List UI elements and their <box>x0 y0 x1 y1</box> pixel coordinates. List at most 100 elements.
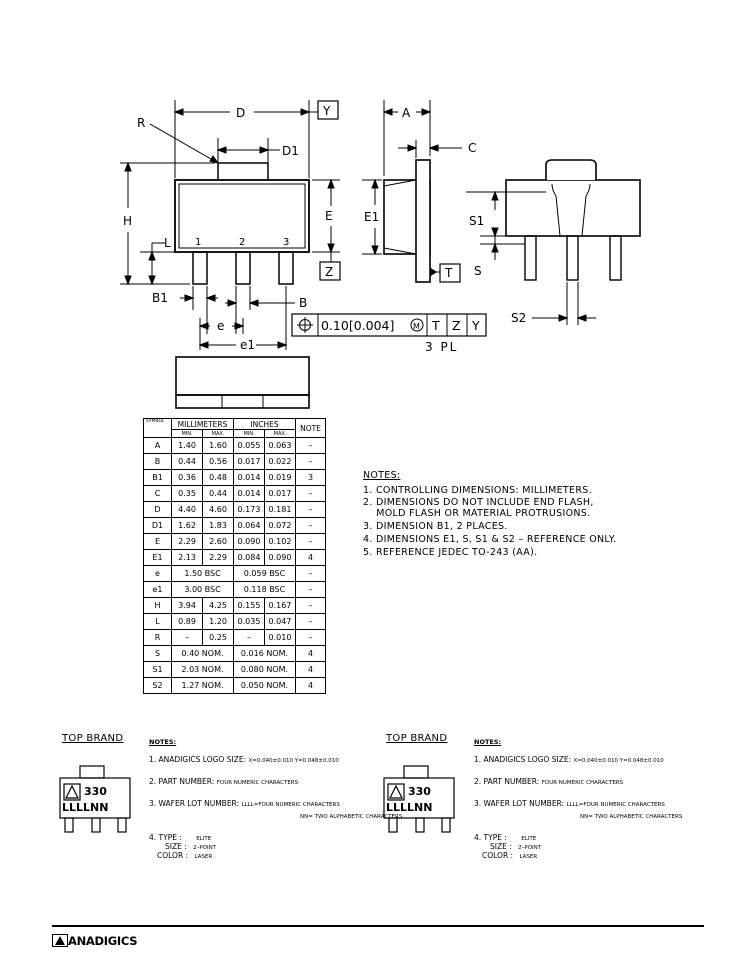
type-label: 4. TYPE : <box>149 833 182 842</box>
label-S1: S1 <box>469 214 484 228</box>
table-cell: 0.080 NOM. <box>233 661 296 678</box>
table-cell: 2.29 <box>202 549 234 566</box>
table-cell: 0.118 BSC <box>233 581 296 598</box>
label-e1: e1 <box>240 338 255 352</box>
table-cell-symbol: A <box>143 437 172 454</box>
label-S2: S2 <box>511 311 526 325</box>
logo-size-value: X=0.040±0.010 Y=0.048±0.010 <box>248 758 339 764</box>
table-cell-symbol: S1 <box>143 661 172 678</box>
table-cell: – <box>295 565 326 582</box>
logo-size-label: 1. ANADIGICS LOGO SIZE: <box>474 755 572 764</box>
table-cell: 0.014 <box>233 469 265 486</box>
footer-logo: ANADIGICS <box>68 934 138 948</box>
table-corner-symbol: SYMBOL <box>143 418 172 438</box>
label-pin1: 1 <box>195 237 201 248</box>
end-view-body <box>505 179 641 237</box>
table-cell: – <box>295 517 326 534</box>
brand-mark-line2: LLLLNN <box>386 801 432 814</box>
brand-mark-line1: 330 <box>84 785 107 798</box>
label-e: e <box>217 319 224 333</box>
label-D: D <box>236 106 245 120</box>
footer-rule <box>52 925 704 927</box>
table-cell: 0.35 <box>171 485 203 502</box>
note-item: 4. DIMENSIONS E1, S, S1 & S2 – REFERENCE… <box>363 534 617 545</box>
table-header-min: MIN. <box>233 429 265 438</box>
table-cell: 0.017 <box>233 453 265 470</box>
table-cell-symbol: L <box>143 613 172 630</box>
notes-heading: NOTES: <box>363 470 401 481</box>
table-header-min: MIN. <box>171 429 203 438</box>
table-cell-symbol: S <box>143 645 172 662</box>
type-label: 4. TYPE : <box>474 833 507 842</box>
pin-3 <box>278 251 294 285</box>
size-label: SIZE : <box>165 842 187 851</box>
table-cell: 1.50 BSC <box>171 565 234 582</box>
logo-size-value: X=0.040±0.010 Y=0.048±0.010 <box>573 758 664 764</box>
table-cell: 1.62 <box>171 517 203 534</box>
label-H: H <box>123 214 132 228</box>
table-cell: 0.016 NOM. <box>233 645 296 662</box>
label-E: E <box>325 209 333 223</box>
label-pin3: 3 <box>283 237 289 248</box>
table-cell: 0.090 <box>233 533 265 550</box>
table-cell: 0.40 NOM. <box>171 645 234 662</box>
pin-2 <box>235 251 251 285</box>
table-cell: 2.03 NOM. <box>171 661 234 678</box>
label-pin2: 2 <box>239 237 245 248</box>
label-A: A <box>402 106 411 120</box>
table-cell: 1.40 <box>171 437 203 454</box>
tolerance-datum-2: Z <box>452 318 461 333</box>
table-cell: 1.83 <box>202 517 234 534</box>
table-cell: – <box>171 629 203 646</box>
table-cell: 0.44 <box>171 453 203 470</box>
brand-notes-left: NOTES: 1. ANADIGICS LOGO SIZE: X=0.040±0… <box>149 737 402 861</box>
size-label: SIZE : <box>490 842 512 851</box>
part-number-label: 2. PART NUMBER: <box>474 777 540 786</box>
label-B: B <box>299 296 307 310</box>
top-brand-package-right: 330 LLLLNN <box>383 765 455 833</box>
table-cell: 1.20 <box>202 613 234 630</box>
top-view-body <box>174 179 310 253</box>
brand-notes-heading: NOTES: <box>474 738 502 746</box>
wafer-lot-value2: NN= TWO ALPHABETIC CHARACTERS <box>580 814 683 820</box>
table-cell-symbol: e1 <box>143 581 172 598</box>
table-cell-symbol: C <box>143 485 172 502</box>
label-Y: Y <box>322 104 331 118</box>
table-header-max: MAX. <box>264 429 296 438</box>
tolerance-modifier: M <box>413 322 420 331</box>
wafer-lot-value1: LLLL=FOUR NUMERIC CHARACTERS <box>566 802 665 808</box>
size-value: 2–POINT <box>518 845 542 851</box>
tolerance-datum-3: Y <box>471 318 480 333</box>
note-item: 1. CONTROLLING DIMENSIONS: MILLIMETERS. <box>363 484 592 496</box>
table-row: R–0.25–0.010– <box>143 629 326 646</box>
table-header-max: MAX. <box>202 429 234 438</box>
size-value: 2–POINT <box>193 845 217 851</box>
label-E1: E1 <box>364 210 379 224</box>
table-cell: – <box>295 533 326 550</box>
label-D1: D1 <box>282 144 299 158</box>
table-cell: 4 <box>295 549 326 566</box>
table-cell: 0.44 <box>202 485 234 502</box>
table-cell: 0.050 NOM. <box>233 677 296 694</box>
table-cell: 0.25 <box>202 629 234 646</box>
tolerance-value: 0.10[0.004] <box>321 318 394 333</box>
logo-size-label: 1. ANADIGICS LOGO SIZE: <box>149 755 247 764</box>
table-cell-symbol: D1 <box>143 517 172 534</box>
table-cell-symbol: e <box>143 565 172 582</box>
table-cell: – <box>295 453 326 470</box>
color-label: COLOR : <box>482 851 514 860</box>
table-cell: 0.167 <box>264 597 296 614</box>
table-cell: 4 <box>295 677 326 694</box>
label-L: L <box>164 236 171 250</box>
package-notes: NOTES: 1. CONTROLLING DIMENSIONS: MILLIM… <box>363 470 616 560</box>
table-cell: 2.60 <box>202 533 234 550</box>
package-outline-drawing: D Y R D1 H E Z L 1 2 3 B1 B e e1 A C E1 … <box>120 100 641 409</box>
table-cell: 0.017 <box>264 485 296 502</box>
